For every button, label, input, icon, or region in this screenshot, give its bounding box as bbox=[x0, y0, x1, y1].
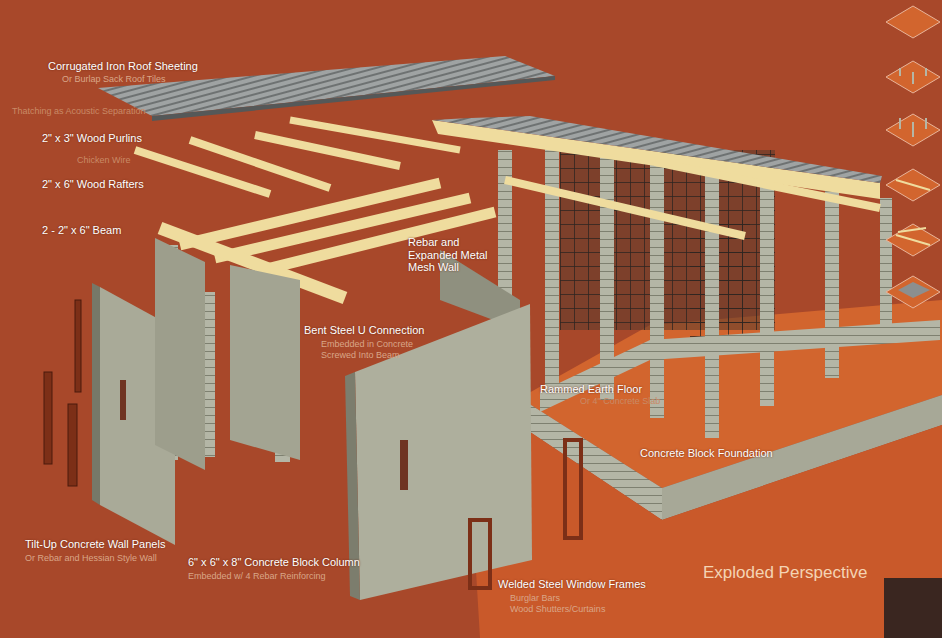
wood-framing bbox=[290, 120, 460, 150]
wood-framing bbox=[255, 135, 400, 166]
tilt-up-panels bbox=[155, 238, 205, 470]
block-columns bbox=[825, 188, 839, 378]
building-roof bbox=[655, 162, 880, 208]
floor-slab bbox=[470, 425, 942, 638]
step-thumbnails bbox=[898, 282, 930, 298]
part-label: 2" x 3" Wood Purlins bbox=[42, 132, 142, 145]
tilt-up-panels bbox=[92, 283, 100, 505]
tilt-up-panels bbox=[120, 380, 126, 420]
block-columns bbox=[880, 198, 892, 338]
step-thumbnails bbox=[886, 6, 940, 308]
foundation-wall bbox=[540, 320, 940, 412]
block-columns bbox=[650, 158, 664, 418]
corner-block bbox=[884, 578, 942, 638]
roof-sheet bbox=[152, 76, 555, 121]
part-note: Wood Shutters/Curtains bbox=[510, 604, 605, 614]
building-roof bbox=[432, 116, 882, 183]
block-columns bbox=[545, 140, 559, 390]
window-frames bbox=[565, 440, 581, 538]
part-label: Rebar and Expanded Metal Mesh Wall bbox=[408, 236, 504, 274]
part-note: Embedded w/ 4 Rebar Reinforcing bbox=[188, 571, 326, 581]
part-note: Thatching as Acoustic Separation bbox=[12, 106, 146, 116]
window-frames bbox=[44, 372, 52, 464]
foundation-wall bbox=[540, 320, 940, 412]
window-frames bbox=[75, 300, 81, 392]
part-label: 2 - 2" x 6" Beam bbox=[42, 224, 121, 237]
part-label: Welded Steel Window Frames bbox=[498, 578, 646, 591]
tilt-up-panels bbox=[400, 440, 408, 490]
step-thumbnails bbox=[886, 276, 940, 308]
building-roof bbox=[432, 116, 882, 236]
part-label: 6" x 6" x 8" Concrete Block Column bbox=[188, 556, 360, 569]
building-roof bbox=[505, 180, 745, 236]
step-thumbnails bbox=[886, 6, 940, 38]
part-label: Tilt-Up Concrete Wall Panels bbox=[25, 538, 165, 551]
part-label: Bent Steel U Connection bbox=[304, 324, 424, 337]
part-note: Or 4" Concrete Slab bbox=[580, 396, 660, 406]
part-note: Or Rebar and Hessian Style Wall bbox=[25, 553, 157, 563]
step-thumbnails bbox=[896, 180, 930, 245]
part-note: Chicken Wire bbox=[77, 155, 131, 165]
part-label: Concrete Block Foundation bbox=[640, 447, 773, 460]
part-note: Or Burlap Sack Roof Tiles bbox=[62, 74, 166, 84]
part-note: Burglar Bars bbox=[510, 593, 560, 603]
part-label: Rammed Earth Floor bbox=[540, 383, 642, 396]
floor-slab bbox=[470, 300, 942, 638]
step-thumbnails bbox=[900, 68, 926, 137]
part-label: Corrugated Iron Roof Sheeting bbox=[48, 60, 198, 73]
window-frames bbox=[68, 404, 77, 486]
part-note: Embedded in Concrete bbox=[321, 339, 413, 349]
window-frames bbox=[470, 520, 490, 588]
tilt-up-panels bbox=[230, 265, 300, 460]
part-label: 2" x 6" Wood Rafters bbox=[42, 178, 144, 191]
diagram-title: Exploded Perspective bbox=[703, 563, 867, 583]
block-columns bbox=[705, 168, 719, 438]
part-note: Screwed Into Beam bbox=[321, 350, 400, 360]
block-columns bbox=[760, 176, 774, 406]
